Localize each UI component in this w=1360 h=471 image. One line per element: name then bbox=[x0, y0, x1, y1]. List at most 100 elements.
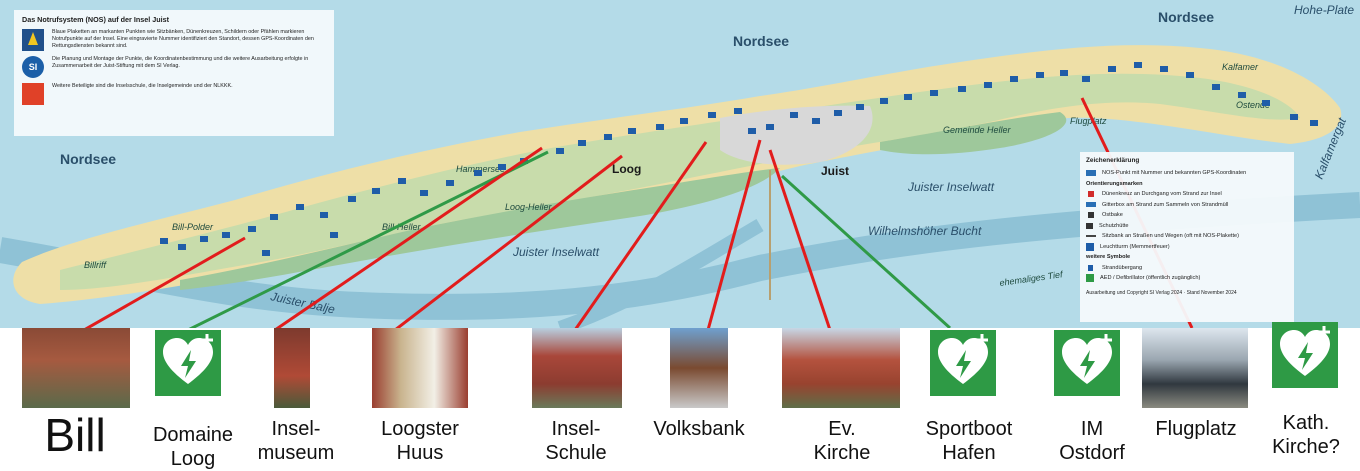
nos-markers bbox=[160, 62, 1318, 256]
aed-icon-sportboot-hafen bbox=[930, 330, 996, 396]
nos-marker-icon bbox=[262, 250, 270, 256]
nos-marker-icon bbox=[556, 148, 564, 154]
nos-marker-icon bbox=[372, 188, 380, 194]
caption-inselschule: Insel- Schule bbox=[545, 418, 607, 464]
line-loogster-huus bbox=[395, 154, 623, 328]
legend-item: Gitterbox am Strand zum Sammeln von Stra… bbox=[1102, 201, 1229, 208]
nos-marker-icon bbox=[200, 236, 208, 242]
nos-marker-icon bbox=[1134, 62, 1142, 68]
nos-marker-icon bbox=[856, 104, 864, 110]
sea-label-west: Nordsee bbox=[60, 151, 116, 167]
place-bill-heller: Bill-Heller bbox=[382, 222, 422, 232]
nos-marker-icon bbox=[1290, 114, 1298, 120]
place-flugplatz: Flugplatz bbox=[1070, 116, 1107, 126]
nos-marker-icon bbox=[604, 134, 612, 140]
caption-ev-kirche: Ev. Kirche bbox=[813, 418, 871, 464]
nos-marker-icon bbox=[296, 204, 304, 210]
map-legend: Zeichenerklärung NOS-Punkt mit Nummer un… bbox=[1080, 152, 1294, 322]
info-box: Das Notrufsystem (NOS) auf der Insel Jui… bbox=[14, 10, 334, 136]
nos-marker-icon bbox=[178, 244, 186, 250]
shelter-hut-icon bbox=[1086, 222, 1093, 229]
nos-marker-icon bbox=[420, 190, 428, 196]
nos-marker-icon bbox=[656, 124, 664, 130]
place-billriff: Billriff bbox=[84, 260, 107, 270]
legend-item: Schutzhütte bbox=[1099, 222, 1129, 229]
legend-item: NOS-Punkt mit Nummer und bekannten GPS-K… bbox=[1102, 170, 1247, 177]
line-inselmuseum bbox=[275, 146, 543, 328]
nos-marker-icon bbox=[766, 124, 774, 130]
place-hammersee: Hammersee bbox=[456, 164, 505, 174]
caption-bill: Bill bbox=[44, 409, 106, 461]
nos-marker-icon bbox=[812, 118, 820, 124]
nos-marker-icon bbox=[348, 196, 356, 202]
dune-area bbox=[60, 73, 1300, 290]
nos-marker-icon bbox=[1036, 72, 1044, 78]
line-sportboot-hafen bbox=[780, 174, 952, 328]
nos-marker-icon bbox=[398, 178, 406, 184]
photo-flugplatz bbox=[1142, 328, 1248, 408]
nos-marker-icon bbox=[834, 110, 842, 116]
nos-marker-icon bbox=[708, 112, 716, 118]
place-ostende: Ostende bbox=[1236, 100, 1270, 110]
nos-marker-icon bbox=[1010, 76, 1018, 82]
island-map: Nordsee Nordsee Nordsee Hohe-Plate Kalfa… bbox=[0, 0, 1360, 328]
legend-subheading: Orientierungsmarken bbox=[1086, 180, 1143, 187]
nos-marker-icon bbox=[248, 226, 256, 232]
aed-icon-domaine-loog bbox=[155, 330, 221, 396]
photo-volksbank bbox=[670, 328, 728, 408]
legend-item: AED / Defibrillator (öffentlich zugängli… bbox=[1100, 275, 1201, 282]
aed-icon-im-ostdorf bbox=[1054, 330, 1120, 396]
place-ehem-tief: ehemaliges Tief bbox=[999, 269, 1065, 288]
label-hohe-plate: Hohe-Plate bbox=[1294, 3, 1354, 17]
si-verlag-logo-icon: SI bbox=[22, 55, 44, 78]
caption-sportboot-hafen: Sportboot Hafen bbox=[925, 418, 1013, 464]
nos-marker-icon bbox=[320, 212, 328, 218]
nos-marker-icon bbox=[474, 170, 482, 176]
nos-marker-icon bbox=[790, 112, 798, 118]
place-kalfamer: Kalfamer bbox=[1222, 62, 1259, 72]
line-inselschule bbox=[574, 141, 708, 328]
nos-marker-icon bbox=[904, 94, 912, 100]
legend-item: Ostbake bbox=[1102, 212, 1123, 219]
line-volksbank bbox=[706, 139, 762, 328]
aed-icon-kath-kirche bbox=[1272, 322, 1338, 388]
nos-marker-icon bbox=[1212, 84, 1220, 90]
nos-marker-icon bbox=[160, 238, 168, 244]
legend-item: Sitzbank an Straßen und Wegen (oft mit N… bbox=[1102, 233, 1240, 240]
caption-loogster-huus: Loogster Huus bbox=[381, 418, 459, 464]
place-gemeinde-heller: Gemeinde Heller bbox=[943, 125, 1012, 135]
watt-label-1: Juister Inselwatt bbox=[512, 245, 600, 259]
place-loog-heller: Loog-Heller bbox=[505, 202, 553, 212]
nos-point-icon bbox=[1086, 170, 1096, 177]
info-text-3: Weitere Beteiligte sind die Inselsschule… bbox=[52, 82, 233, 89]
beacon-icon bbox=[1088, 212, 1094, 219]
nos-marker-icon bbox=[1082, 76, 1090, 82]
nos-marker-icon bbox=[1310, 120, 1318, 126]
legend-title: Zeichenerklärung bbox=[1086, 157, 1140, 164]
nos-marker-icon bbox=[498, 164, 506, 170]
legend-subheading: weitere Symbole bbox=[1086, 254, 1131, 261]
nos-marker-icon bbox=[748, 128, 756, 134]
caption-inselmuseum: Insel- museum bbox=[257, 418, 335, 464]
lighthouse-icon bbox=[1086, 242, 1094, 251]
dune-cross-icon bbox=[1088, 191, 1094, 198]
legend-footer: Ausarbeitung und Copyright SI Verlag 202… bbox=[1086, 289, 1237, 296]
caption-domaine-loog: Domaine Loog bbox=[152, 424, 234, 470]
caption-kath-kirche: Kath. Kirche? bbox=[1272, 412, 1340, 458]
info-text-1: Blaue Plaketten an markanten Punkten wie… bbox=[52, 28, 314, 50]
caption-volksbank: Volksbank bbox=[653, 418, 745, 440]
nos-marker-icon bbox=[628, 128, 636, 134]
town-loog: Loog bbox=[612, 162, 641, 176]
nos-marker-icon bbox=[446, 180, 454, 186]
info-title: Das Notrufsystem (NOS) auf der Insel Jui… bbox=[22, 15, 169, 24]
nos-marker-icon bbox=[1238, 92, 1246, 98]
map-graphic: Nordsee Nordsee Nordsee Hohe-Plate Kalfa… bbox=[0, 3, 1360, 328]
town-juist: Juist bbox=[821, 164, 849, 178]
nos-marker-icon bbox=[984, 82, 992, 88]
nos-marker-icon bbox=[222, 232, 230, 238]
watt-label-2: Juister Inselwatt bbox=[907, 180, 995, 194]
nos-marker-icon bbox=[1060, 70, 1068, 76]
info-text-2: Die Planung und Montage der Punkte, die … bbox=[52, 55, 309, 70]
watt-label-bucht: Wilhelmshöher Bucht bbox=[868, 224, 982, 238]
legend-item: Strandübergang bbox=[1102, 264, 1143, 271]
